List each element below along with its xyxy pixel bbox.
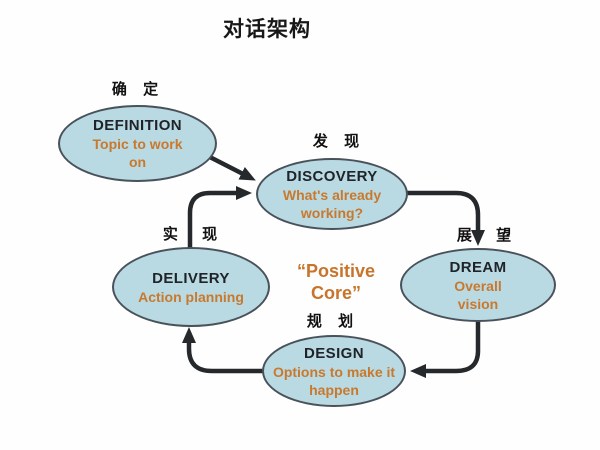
node-delivery-title: DELIVERY	[152, 269, 230, 287]
label-zh-design: 规 划	[306, 313, 354, 330]
node-discovery-desc: What's already working?	[282, 186, 382, 221]
node-dream-title: DREAM	[449, 258, 507, 276]
node-discovery-title: DISCOVERY	[286, 167, 378, 185]
node-design-title: DESIGN	[304, 344, 364, 362]
label-zh-dream: 展 望	[456, 227, 512, 244]
node-definition-title: DEFINITION	[93, 117, 182, 134]
arrow-discovery-to-dream	[406, 190, 485, 246]
node-delivery: DELIVERY Action planning	[112, 247, 270, 327]
node-dream-desc: Overall vision	[454, 277, 502, 312]
node-dream: DREAM Overall vision	[400, 248, 556, 322]
arrow-design-to-delivery	[182, 327, 264, 374]
node-definition: DEFINITION Topic to work on	[58, 105, 217, 182]
label-zh-discovery: 发 现	[312, 133, 360, 150]
label-zh-definition: 确 定	[111, 81, 159, 98]
positive-core-label: “Positive Core”	[296, 261, 376, 303]
node-design-desc: Options to make it happen	[272, 363, 396, 398]
node-definition-desc: Topic to work on	[92, 136, 183, 170]
node-design: DESIGN Options to make it happen	[262, 335, 406, 407]
arrow-delivery-to-discovery	[187, 186, 252, 248]
label-zh-delivery: 实 现	[162, 226, 218, 243]
node-delivery-desc: Action planning	[138, 288, 244, 305]
node-discovery: DISCOVERY What's already working?	[256, 158, 408, 230]
arrow-dream-to-design	[410, 321, 481, 378]
diagram-title: 对话架构	[223, 18, 311, 41]
